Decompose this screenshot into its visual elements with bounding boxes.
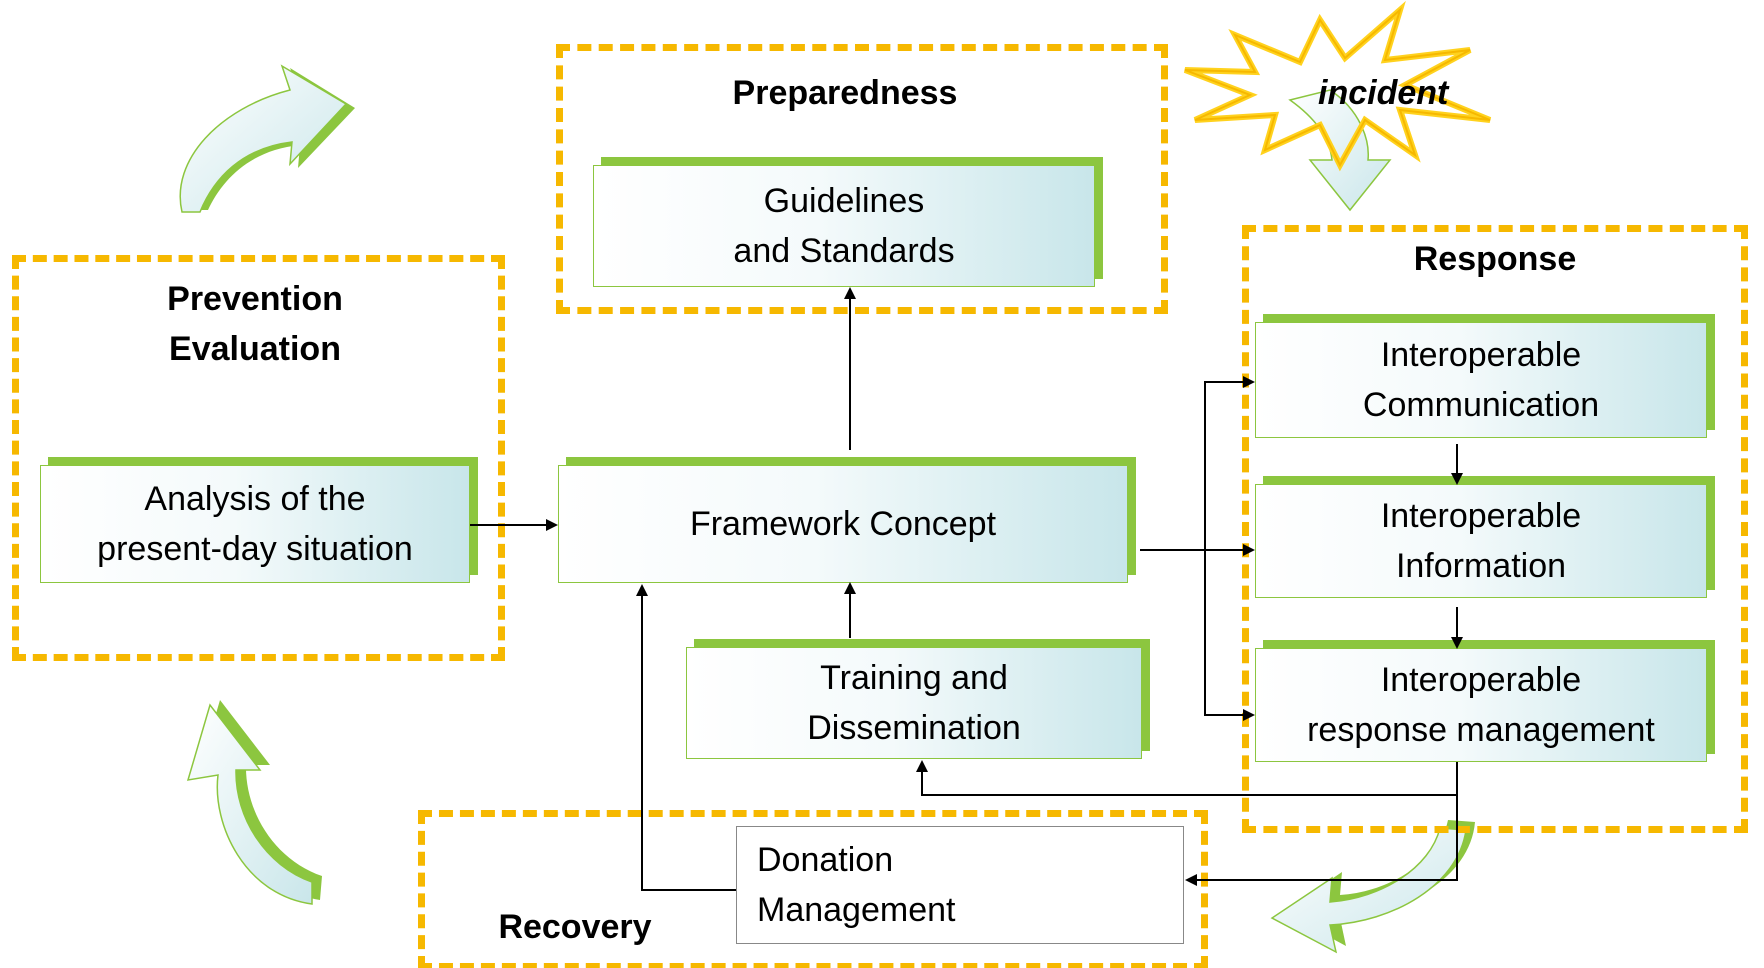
arrow-donation-to-framework	[636, 584, 736, 891]
interop-information-label: Interoperable Information	[1380, 497, 1582, 585]
cycle-arrow-bottom-left-icon	[186, 700, 322, 905]
recovery-region	[418, 810, 1208, 968]
interop-response-box: Interoperable response management	[1255, 648, 1707, 762]
recovery-title: Recovery	[498, 908, 652, 946]
response-region	[1242, 225, 1748, 833]
arrow-response-to-donation	[1185, 795, 1458, 886]
training-label: Training and Dissemination	[807, 659, 1021, 747]
donation-box: Donation Management	[736, 826, 1184, 944]
analysis-label: Analysis of the present-day situation	[97, 480, 413, 568]
arrow-response-to-training	[916, 760, 1458, 796]
incident-label: incident	[1318, 74, 1449, 112]
interop-communication-label: Interoperable Communication	[1362, 336, 1600, 424]
cycle-arrow-top-left-icon	[179, 64, 355, 213]
interop-response-label: Interoperable response management	[1307, 661, 1655, 749]
donation-label: Donation Management	[757, 841, 956, 929]
incident-arrow-icon	[1288, 89, 1392, 212]
prevention-title-line1: Prevention	[167, 280, 343, 318]
prevention-region	[12, 255, 505, 661]
preparedness-region	[556, 44, 1168, 314]
training-box: Training and Dissemination	[686, 647, 1142, 759]
arrow-bus-to-response	[1204, 550, 1255, 721]
framework-label: Framework Concept	[689, 505, 997, 543]
arrow-bus-to-communication	[1204, 376, 1255, 550]
preparedness-title: Preparedness	[732, 74, 958, 112]
analysis-box: Analysis of the present-day situation	[40, 465, 470, 583]
guidelines-label: Guidelines and Standards	[733, 182, 955, 270]
interop-information-box: Interoperable Information	[1255, 484, 1707, 598]
prevention-title-line2: Evaluation	[169, 330, 341, 368]
interop-communication-box: Interoperable Communication	[1255, 322, 1707, 438]
cycle-arrow-bottom-right-icon	[1270, 820, 1475, 954]
framework-box: Framework Concept	[558, 465, 1128, 583]
guidelines-box: Guidelines and Standards	[593, 165, 1095, 287]
response-title: Response	[1413, 240, 1577, 278]
